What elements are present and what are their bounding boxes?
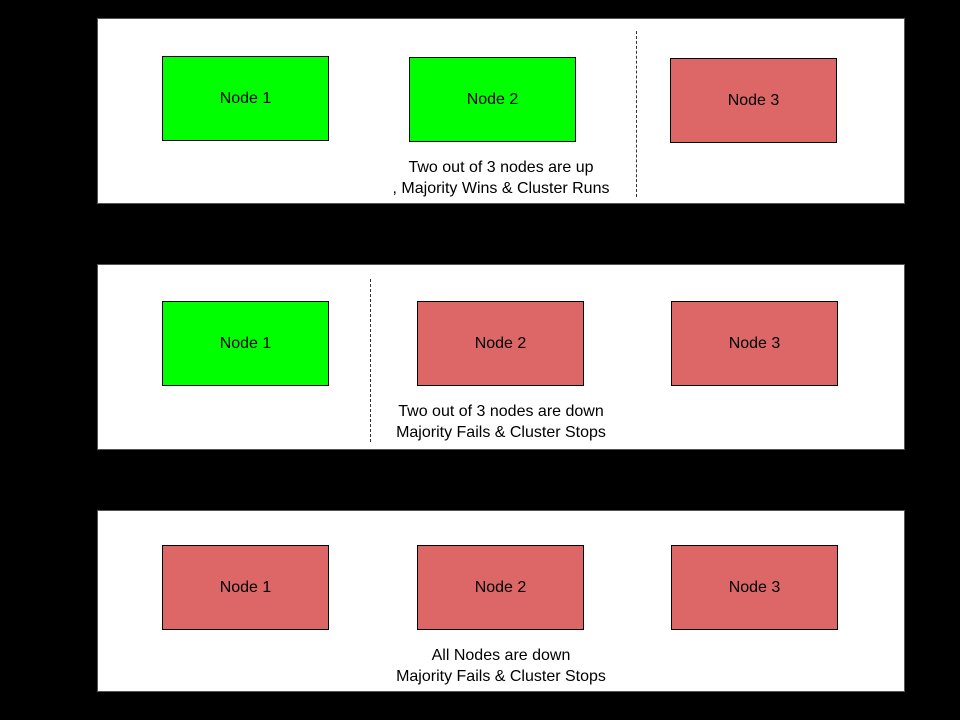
- quorum-divider-line: [370, 279, 371, 442]
- scenario-panel-2: Node 1 Node 2 Node 3 Two out of 3 nodes …: [97, 264, 905, 450]
- node-label: Node 3: [727, 91, 780, 109]
- node-label: Node 1: [219, 578, 272, 596]
- caption-line-2: Majority Fails & Cluster Stops: [396, 668, 606, 685]
- scenario-caption: Two out of 3 nodes are up , Majority Win…: [98, 157, 904, 199]
- quorum-divider-line: [636, 31, 637, 197]
- caption-line-2: , Majority Wins & Cluster Runs: [392, 180, 610, 197]
- scenario-panel-3: Node 1 Node 2 Node 3 All Nodes are down …: [97, 510, 905, 692]
- node-box: Node 1: [162, 56, 329, 141]
- node-label: Node 1: [219, 89, 272, 107]
- node-label: Node 1: [219, 334, 272, 352]
- caption-line-2: Majority Fails & Cluster Stops: [396, 424, 606, 441]
- caption-line-1: All Nodes are down: [431, 647, 571, 664]
- caption-line-1: Two out of 3 nodes are down: [398, 403, 604, 420]
- node-box: Node 2: [409, 57, 576, 142]
- scenario-panel-1: Node 1 Node 2 Node 3 Two out of 3 nodes …: [97, 18, 905, 204]
- caption-line-1: Two out of 3 nodes are up: [408, 159, 594, 176]
- scenario-caption: All Nodes are down Majority Fails & Clus…: [98, 645, 904, 687]
- node-box: Node 3: [671, 545, 838, 630]
- node-box: Node 3: [670, 58, 837, 143]
- scenario-caption: Two out of 3 nodes are down Majority Fai…: [98, 401, 904, 443]
- node-box: Node 2: [417, 545, 584, 630]
- node-label: Node 2: [466, 90, 519, 108]
- node-box: Node 3: [671, 301, 838, 386]
- node-box: Node 1: [162, 545, 329, 630]
- node-label: Node 2: [474, 578, 527, 596]
- node-label: Node 3: [728, 334, 781, 352]
- node-box: Node 1: [162, 301, 329, 386]
- node-label: Node 3: [728, 578, 781, 596]
- node-label: Node 2: [474, 334, 527, 352]
- node-box: Node 2: [417, 301, 584, 386]
